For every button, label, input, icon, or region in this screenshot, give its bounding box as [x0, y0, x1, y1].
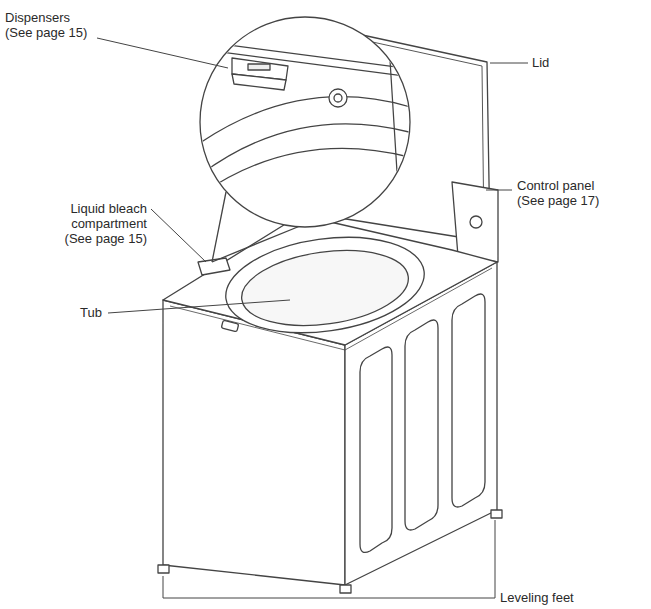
part-label: Lid	[532, 55, 592, 70]
part-label: Control panel (See page 17)	[517, 178, 609, 208]
part-label: Tub	[80, 305, 106, 320]
part-label: Liquid bleach compartment (See page 15)	[55, 201, 147, 246]
part-label: Dispensers (See page 15)	[5, 10, 93, 40]
part-label: Leveling feet	[500, 590, 620, 605]
leader-lines	[97, 38, 528, 598]
